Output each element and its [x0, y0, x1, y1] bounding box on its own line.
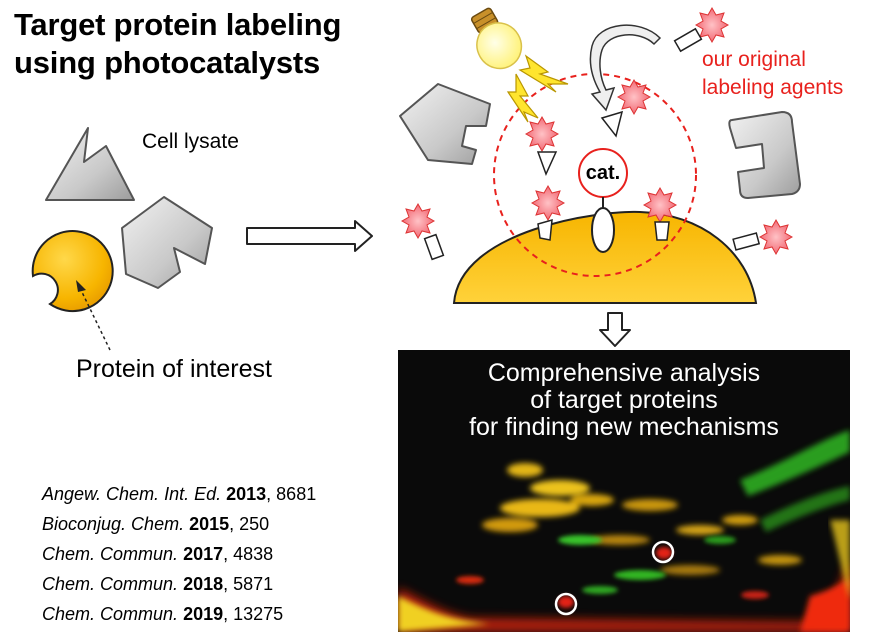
- labeling-agent: [530, 184, 566, 241]
- process-arrow-right: [246, 220, 373, 252]
- page-title-line: Target protein labeling: [14, 7, 342, 42]
- reference-item: Chem. Commun. 2017, 4838: [42, 539, 316, 569]
- labeling-agents-line: labeling agents: [702, 76, 844, 99]
- reference-journal: Bioconjug. Chem.: [42, 514, 185, 534]
- target-protein-dome: [452, 210, 758, 304]
- labeling-agent: [400, 202, 445, 261]
- page-title-line: using photocatalysts: [14, 45, 321, 80]
- labeling-agent: [642, 186, 678, 241]
- protein-of-interest-shape: [31, 230, 114, 313]
- reference-item: Bioconjug. Chem. 2015, 250: [42, 509, 316, 539]
- labeling-agents-label: our original labeling agents: [702, 46, 843, 102]
- triangle-protein-shape: [45, 127, 135, 201]
- gel-caption-line: of target proteins: [530, 386, 718, 414]
- gel-caption: Comprehensive analysis of target protein…: [398, 360, 850, 441]
- references-list: Angew. Chem. Int. Ed. 2013, 8681 Bioconj…: [42, 479, 316, 629]
- rectangle-protein-shape: [728, 111, 801, 199]
- gel-spot-marker: [554, 592, 578, 616]
- cell-lysate-label: Cell lysate: [142, 130, 239, 153]
- reference-journal: Chem. Commun.: [42, 544, 179, 564]
- gel-caption-line: Comprehensive analysis: [487, 359, 761, 387]
- reference-page: , 4838: [223, 544, 274, 564]
- reference-year: 2017: [183, 544, 224, 564]
- labeling-agent: [673, 6, 730, 53]
- light-bulb-icon: [470, 7, 523, 70]
- reference-year: 2015: [189, 514, 230, 534]
- reference-page: , 5871: [223, 574, 274, 594]
- reference-page: , 8681: [266, 484, 317, 504]
- reference-page: , 13275: [223, 604, 284, 624]
- poi-pointer-arrowhead: [76, 280, 86, 292]
- gel-caption-line: for finding new mechanisms: [469, 413, 779, 441]
- reference-item: Chem. Commun. 2019, 13275: [42, 599, 316, 629]
- reference-journal: Chem. Commun.: [42, 574, 179, 594]
- catalyst-label: cat.: [585, 162, 621, 184]
- process-arrow-down: [599, 312, 631, 347]
- gel-spot-marker: [651, 540, 675, 564]
- reference-journal: Chem. Commun.: [42, 604, 179, 624]
- protein-of-interest-label: Protein of interest: [76, 355, 272, 383]
- curved-arrow: [589, 24, 662, 112]
- reference-year: 2013: [226, 484, 267, 504]
- reference-year: 2018: [183, 574, 224, 594]
- lightning-bolt-icon: [506, 73, 539, 123]
- labeling-agent: [600, 78, 652, 138]
- reference-journal: Angew. Chem. Int. Ed.: [42, 484, 222, 504]
- catalyst-ligand: [591, 207, 615, 253]
- gel-image: [398, 350, 850, 632]
- page-title: Target protein labeling using photocatal…: [14, 6, 341, 82]
- reference-year: 2019: [183, 604, 224, 624]
- reference-item: Chem. Commun. 2018, 5871: [42, 569, 316, 599]
- labeling-agent: [524, 115, 560, 176]
- labeling-agents-line: our original: [702, 48, 806, 71]
- pentagon-protein-shape: [121, 196, 213, 289]
- pentagon-protein-shape: [399, 83, 491, 165]
- reference-item: Angew. Chem. Int. Ed. 2013, 8681: [42, 479, 316, 509]
- lightning-bolt-icon: [518, 54, 569, 93]
- labeling-agent: [732, 218, 794, 256]
- reference-page: , 250: [229, 514, 270, 534]
